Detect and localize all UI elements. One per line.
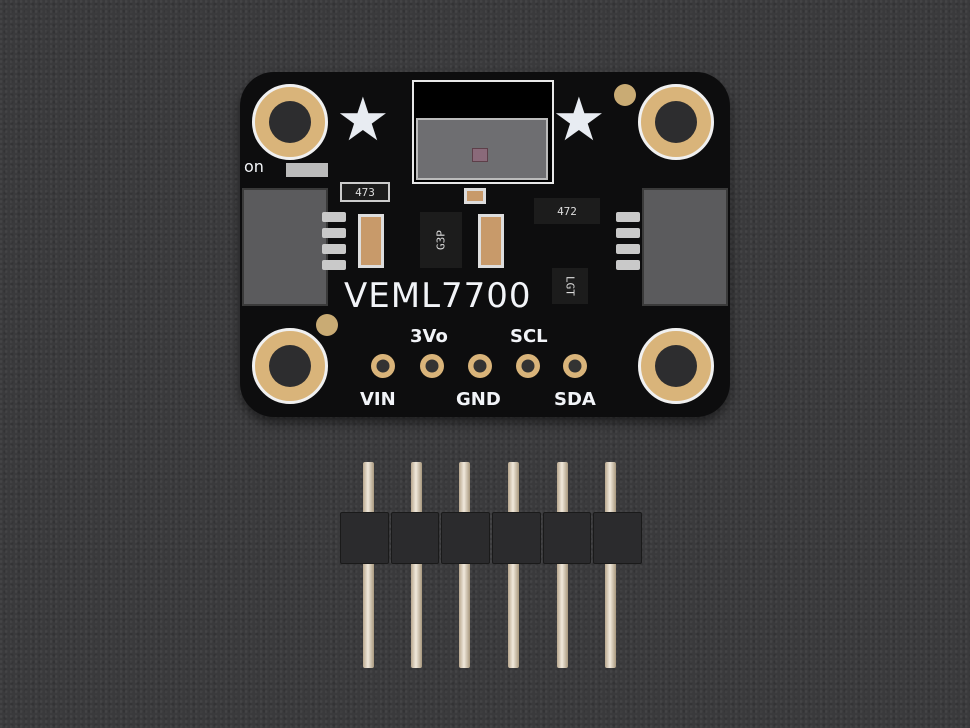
regulator-marking: G3P [434, 230, 448, 250]
pin-label-vin: VIN [360, 389, 396, 410]
header-pin [557, 462, 568, 668]
pad-sda [563, 354, 587, 378]
capacitor-right [478, 214, 504, 268]
header-pin [508, 462, 519, 668]
connector-pin [616, 228, 640, 238]
connector-pin [322, 260, 346, 270]
level-shifter-marking: LGT [563, 276, 577, 296]
mounting-hole-top-left [252, 84, 328, 160]
header-pin [459, 462, 470, 668]
connector-pin [322, 244, 346, 254]
header-segment [441, 512, 491, 564]
fiducial-bottom [316, 314, 338, 336]
mounting-hole-top-right [638, 84, 714, 160]
level-shifter-ic: LGT [552, 268, 588, 304]
header-segment [542, 512, 592, 564]
pin-label-3vo: 3Vo [410, 326, 448, 347]
resistor-array-472: 472 [534, 198, 600, 224]
connector-pin [322, 228, 346, 238]
voltage-regulator: G3P [420, 212, 462, 268]
pin-label-gnd: GND [456, 389, 501, 410]
pad-vin [371, 354, 395, 378]
stemma-connector-left [242, 188, 328, 306]
connector-pin [616, 244, 640, 254]
connector-pin [322, 212, 346, 222]
mounting-hole-bottom-right [638, 328, 714, 404]
pin-header-body [340, 512, 643, 564]
board-title: VEML7700 [344, 276, 532, 316]
header-segment [390, 512, 440, 564]
header-segment [593, 512, 643, 564]
pin-label-sda: SDA [554, 389, 596, 410]
header-segment [492, 512, 541, 564]
power-led [286, 163, 328, 177]
sensor-die [472, 148, 488, 162]
pad-gnd [468, 354, 492, 378]
resistor-473: 473 [340, 182, 390, 202]
pin-label-scl: SCL [510, 326, 548, 347]
capacitor-left [358, 214, 384, 268]
pad-scl [516, 354, 540, 378]
led-label: on [244, 157, 264, 176]
header-segment [340, 512, 389, 564]
connector-pin [616, 212, 640, 222]
fiducial-top [614, 84, 636, 106]
star-logo-icon-right: ★ [552, 85, 606, 155]
resistor-marking: 473 [355, 185, 375, 199]
header-pin [605, 462, 616, 668]
pad-3vo [420, 354, 444, 378]
mounting-hole-bottom-left [252, 328, 328, 404]
connector-pin [616, 260, 640, 270]
header-pin [363, 462, 374, 668]
capacitor-small [464, 188, 486, 204]
stemma-connector-right [642, 188, 728, 306]
resistor-array-marking: 472 [557, 204, 577, 218]
star-logo-icon-left: ★ [336, 85, 390, 155]
header-pin [411, 462, 422, 668]
